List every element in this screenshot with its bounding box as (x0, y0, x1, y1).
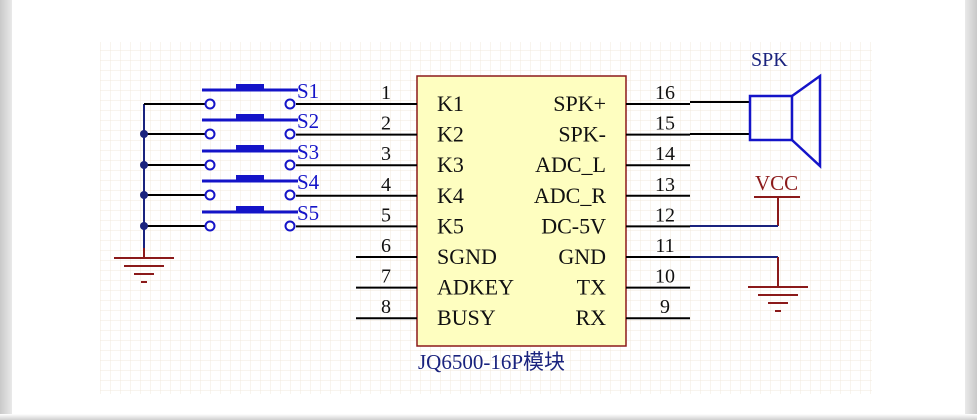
pin-number: 9 (660, 296, 670, 318)
pin-number: 3 (381, 143, 391, 165)
junction-dot (140, 191, 148, 199)
ground-symbol-right (690, 256, 808, 312)
module-body (416, 75, 627, 347)
switch-contact (284, 128, 296, 140)
vcc-label: VCC (755, 171, 798, 195)
push-switch: S5 (140, 201, 319, 232)
pin-number: 13 (655, 174, 675, 196)
pin-name: K4 (437, 183, 464, 208)
pin-number: 16 (655, 82, 675, 104)
push-switch: S3 (140, 140, 319, 171)
scroll-edge-right (965, 0, 977, 420)
scroll-edge-bottom (0, 414, 977, 420)
ground-symbol-left (114, 248, 174, 283)
switch-label: S2 (297, 109, 319, 133)
pin-number: 1 (381, 82, 391, 104)
switch-contact (284, 220, 296, 232)
pin-name: ADC_R (534, 183, 606, 208)
pin-name: SPK- (558, 122, 606, 147)
pin-number: 8 (381, 296, 391, 318)
pin-number: 10 (655, 266, 675, 288)
pin-name: ADKEY (437, 275, 514, 300)
switch-contact (204, 98, 216, 110)
switch-label: S5 (297, 201, 319, 225)
pin-number: 7 (381, 266, 391, 288)
pin-name: RX (575, 305, 606, 330)
junction-dot (140, 222, 148, 230)
pin-name: SGND (437, 244, 497, 269)
module-caption: JQ6500-16P模块 (418, 350, 565, 374)
switch-contact (204, 220, 216, 232)
pin-name: K3 (437, 152, 464, 177)
switch-label: S1 (297, 79, 319, 103)
pin-number: 2 (381, 113, 391, 135)
pin-name: DC-5V (541, 213, 606, 238)
junction-dot (140, 161, 148, 169)
push-switch: S4 (140, 170, 320, 201)
junction-dot (140, 130, 148, 138)
switch-contact (204, 159, 216, 171)
vcc-symbol (690, 196, 800, 227)
pin-number: 6 (381, 235, 391, 257)
pin-name: ADC_L (535, 152, 606, 177)
pin-name: K5 (437, 213, 464, 238)
pin-name: K2 (437, 122, 464, 147)
switch-contact (284, 98, 296, 110)
switch-label: S3 (297, 140, 319, 164)
pin-name: K1 (437, 91, 464, 116)
switch-contact (204, 128, 216, 140)
push-switch: S2 (140, 109, 319, 140)
scroll-edge-left (0, 0, 12, 420)
push-switch: S1 (144, 79, 319, 110)
left-pins: 1 K1 2 K2 3 K3 4 K4 5 K5 6 SGND 7 ADKEY 8 BUSY (296, 82, 514, 330)
pin-number: 12 (655, 204, 675, 226)
switch-contact (204, 189, 216, 201)
pin-number: 4 (381, 174, 391, 196)
switch-contact (284, 189, 296, 201)
switch-label: S4 (297, 170, 320, 194)
pin-name: GND (558, 244, 606, 269)
pin-number: 14 (655, 143, 675, 165)
pin-number: 5 (381, 204, 391, 226)
speaker-label: SPK (751, 49, 788, 71)
pin-name: TX (577, 275, 606, 300)
speaker-symbol (690, 73, 822, 169)
pin-name: BUSY (437, 305, 496, 330)
switch-contact (284, 159, 296, 171)
pin-name: SPK+ (553, 91, 606, 116)
pin-number: 11 (655, 235, 674, 257)
pin-number: 15 (655, 113, 675, 135)
right-pins: 16 SPK+ 15 SPK- 14 ADC_L 13 ADC_R 12 DC-5V 11 GND 10… (534, 82, 690, 330)
